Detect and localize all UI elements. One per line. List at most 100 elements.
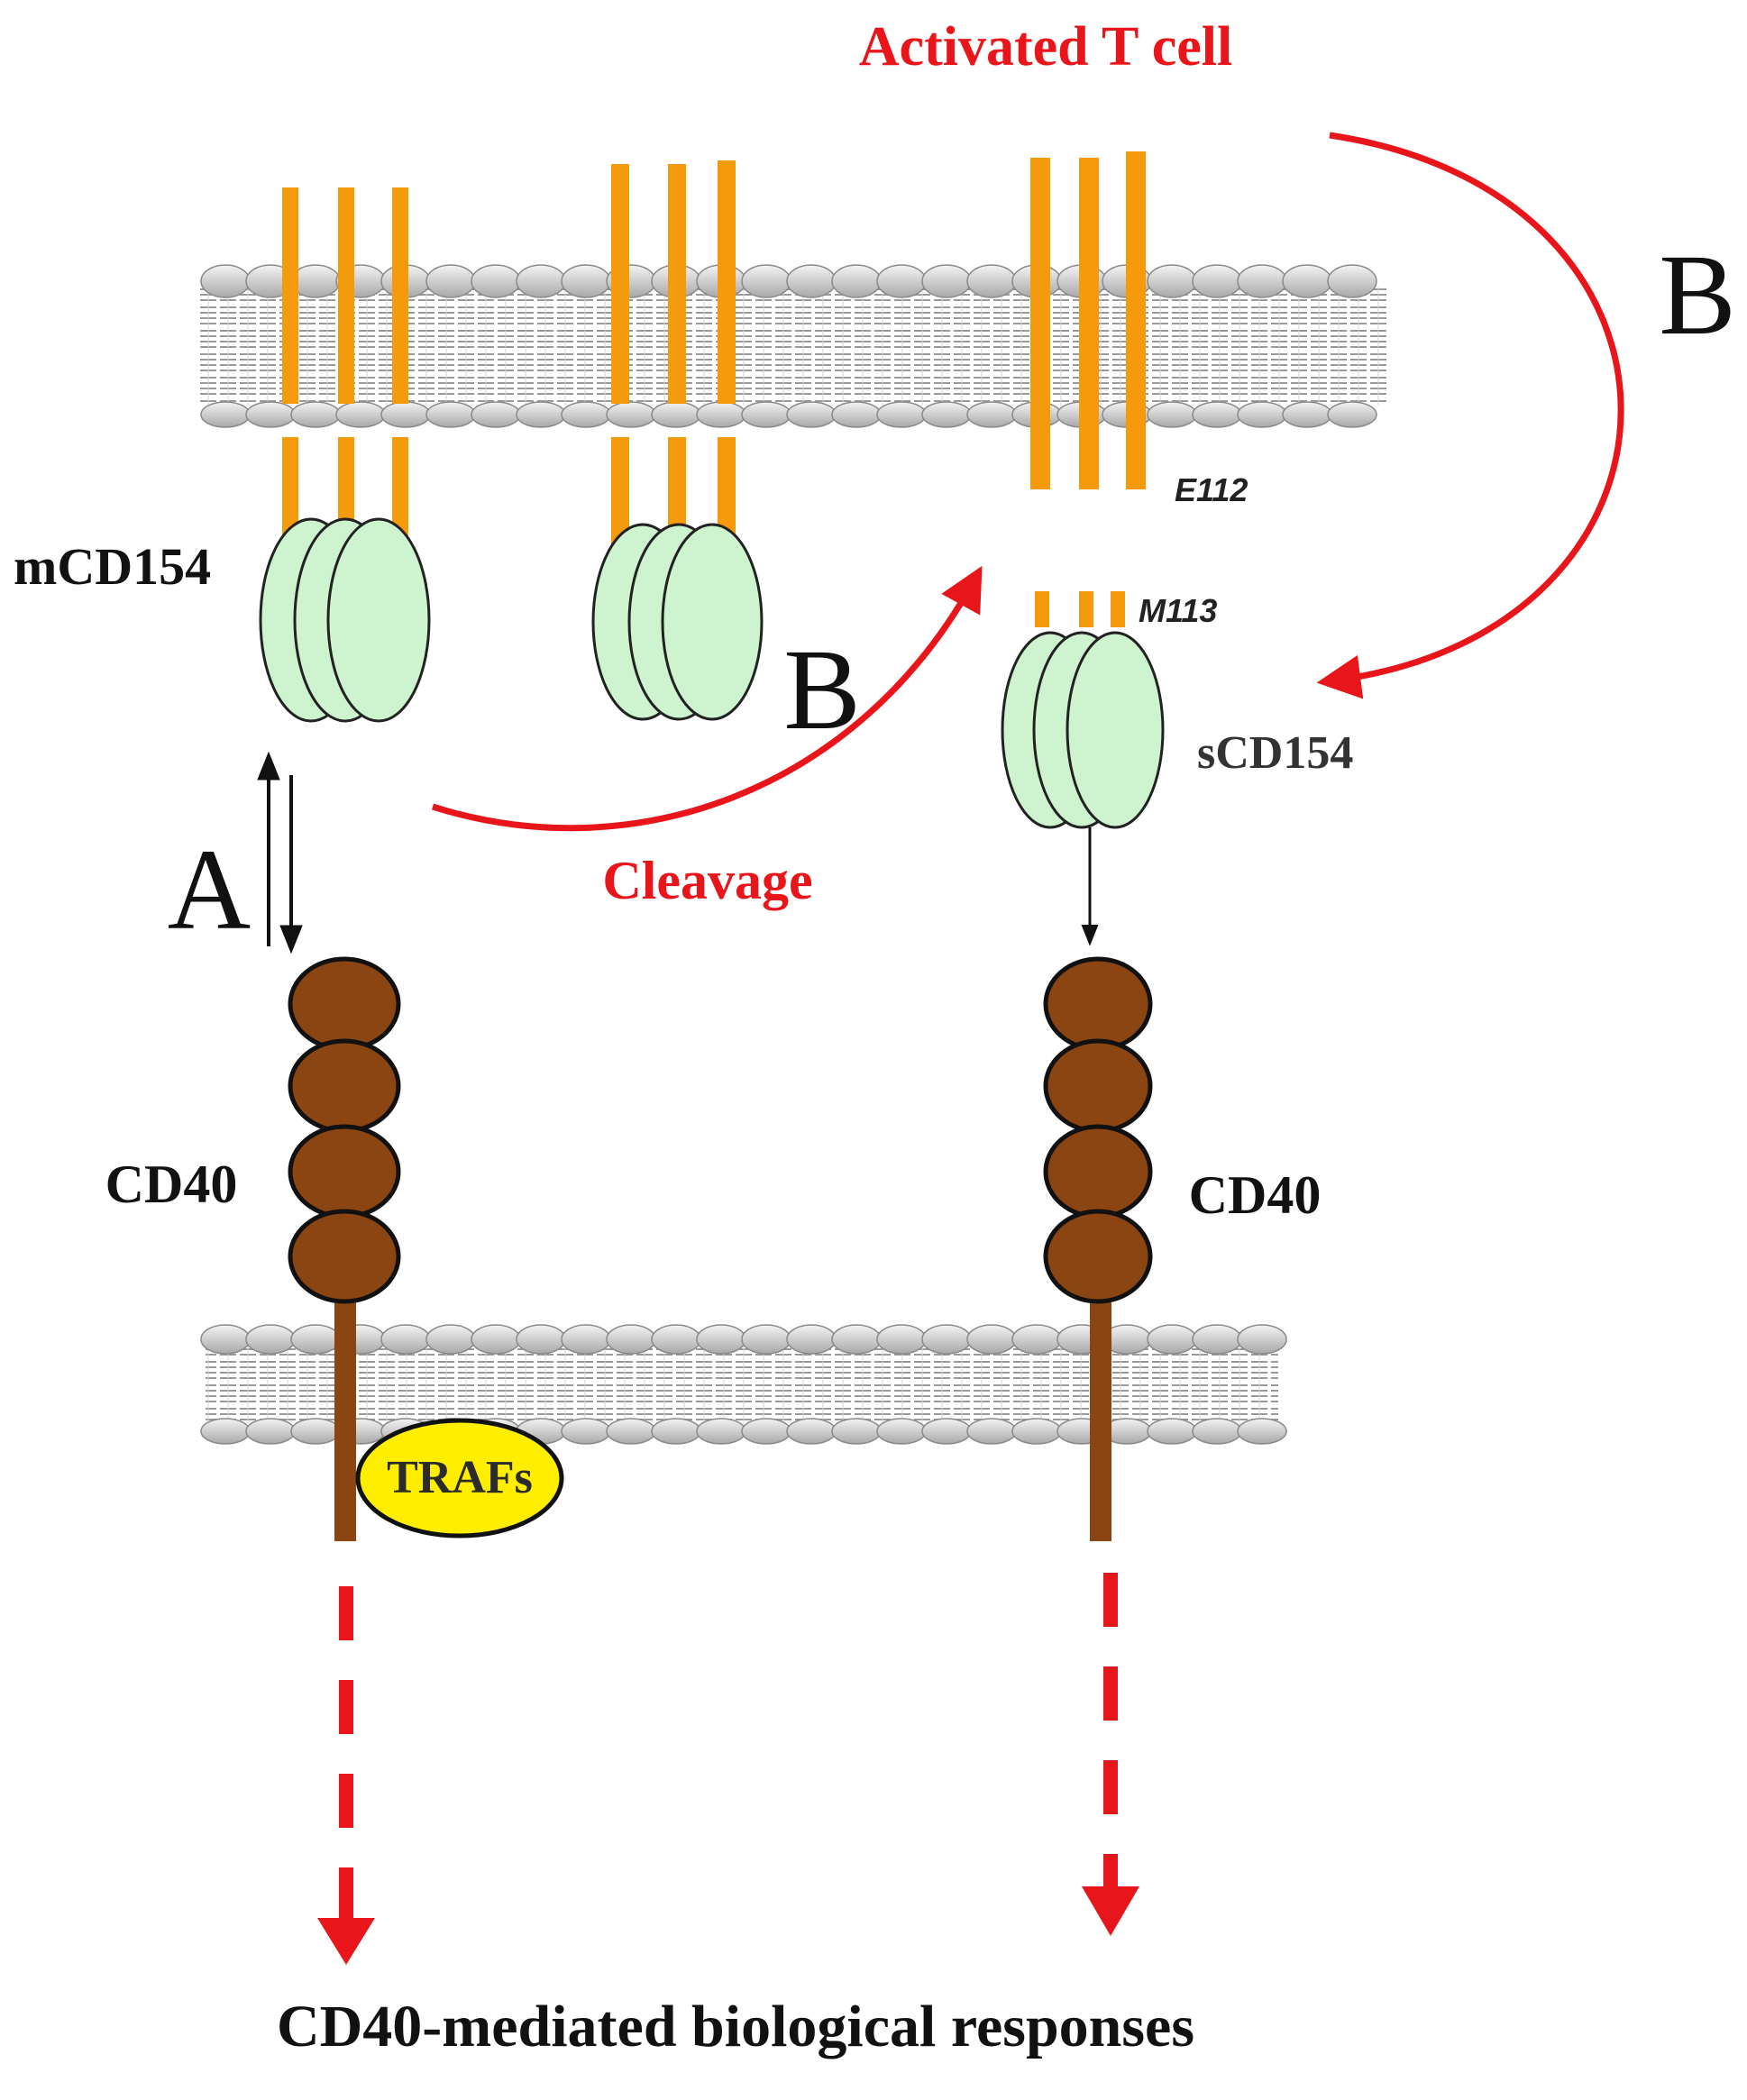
lipid-head: [290, 1418, 341, 1445]
lipid-head: [786, 1324, 837, 1355]
e112-label: E112: [1175, 471, 1248, 508]
lipid-head: [921, 1324, 972, 1355]
lipid-head: [561, 401, 611, 428]
lipid-head: [606, 1418, 656, 1445]
lipid-head: [1237, 264, 1287, 298]
scd154-label: sCD154: [1197, 727, 1353, 779]
lipid-head: [200, 1418, 251, 1445]
lipid-head: [651, 1418, 701, 1445]
lipid-head: [876, 1418, 927, 1445]
lipid-head: [471, 401, 521, 428]
lipid-head: [1237, 1324, 1287, 1355]
lipid-head: [966, 1324, 1017, 1355]
lipid-head: [966, 1418, 1017, 1445]
lipid-head: [380, 401, 431, 428]
responses-label: CD40-mediated biological responses: [277, 1994, 1194, 2059]
cd154-stalks-cleaved: [1030, 151, 1146, 627]
lipid-head: [561, 1418, 611, 1445]
lipid-head: [290, 401, 341, 428]
lipid-head: [831, 1324, 882, 1355]
trafs-label: TRAFs: [387, 1452, 533, 1503]
lipid-head: [786, 1418, 837, 1445]
lipid-head: [741, 401, 791, 428]
lipid-head: [921, 264, 972, 298]
cleavage-curved-arrow: [431, 565, 983, 832]
lipid-head: [876, 1324, 927, 1355]
lipid-head: [1011, 1418, 1062, 1445]
lipid-head: [200, 264, 251, 298]
lipid-head: [1147, 264, 1197, 298]
lipid-head: [606, 1324, 656, 1355]
lipid-head: [516, 1324, 566, 1355]
signal-dashed-arrow-right: [1082, 1573, 1139, 1936]
lipid-head: [471, 264, 521, 298]
lipid-head: [290, 1324, 341, 1355]
lipid-head: [425, 264, 476, 298]
lipid-head: [245, 1324, 296, 1355]
b-label-right: B: [1659, 231, 1735, 359]
lipid-head: [831, 401, 882, 428]
lipid-head: [200, 1324, 251, 1355]
lipid-head: [335, 401, 386, 428]
lipid-head: [786, 264, 837, 298]
lipid-head: [471, 1324, 521, 1355]
lipid-head: [1192, 401, 1242, 428]
lipid-head: [921, 401, 972, 428]
lipid-head: [245, 1418, 296, 1445]
activated-t-cell-label: Activated T cell: [859, 16, 1232, 78]
lipid-head: [245, 401, 296, 428]
lipid-head: [741, 1418, 791, 1445]
lipid-head: [380, 1324, 431, 1355]
lipid-head: [1237, 1418, 1287, 1445]
lipid-head: [966, 401, 1017, 428]
lipid-head: [561, 264, 611, 298]
lipid-head: [921, 1418, 972, 1445]
signal-dashed-arrow-left: [317, 1586, 375, 1965]
lipid-head: [831, 1418, 882, 1445]
binding-double-arrow: [257, 751, 303, 954]
lipid-head: [1192, 1324, 1242, 1355]
cd154-stalks-left: [282, 187, 408, 545]
lipid-head: [1011, 1324, 1062, 1355]
lipid-head: [651, 1324, 701, 1355]
lipid-head: [606, 401, 656, 428]
lipid-head: [425, 1324, 476, 1355]
lipid-head: [1192, 264, 1242, 298]
lipid-head: [1192, 1418, 1242, 1445]
scd154-trimer: [1001, 631, 1165, 829]
lipid-head: [651, 401, 701, 428]
cd40-cell-membrane: [200, 1324, 1287, 1445]
m113-label: M113: [1139, 592, 1217, 629]
lipid-head: [831, 264, 882, 298]
cd40-left-receptor: [288, 956, 401, 1541]
lipid-head: [876, 401, 927, 428]
cd40-right-receptor: [1043, 956, 1153, 1541]
lipid-head: [741, 1324, 791, 1355]
mcd154-trimer: [259, 517, 431, 723]
lipid-head: [1237, 401, 1287, 428]
lipid-head: [741, 264, 791, 298]
lipid-head: [1327, 264, 1377, 298]
lipid-head: [876, 264, 927, 298]
lipid-head: [516, 264, 566, 298]
release-curved-arrow: [1316, 132, 1624, 699]
lipid-head: [696, 401, 746, 428]
trafs-node: TRAFs: [355, 1418, 564, 1538]
cd154-stalks-middle: [611, 160, 736, 545]
lipid-head: [966, 264, 1017, 298]
cleavage-label: Cleavage: [602, 851, 812, 910]
cd40-right-label: CD40: [1189, 1165, 1322, 1225]
mcd154-label: mCD154: [14, 537, 211, 596]
t-cell-membrane: [200, 264, 1388, 428]
lipid-head: [1147, 1418, 1197, 1445]
middle-cd154-trimer: [591, 523, 764, 721]
lipid-head: [1147, 401, 1197, 428]
lipid-head: [786, 401, 837, 428]
lipid-head: [200, 401, 251, 428]
lipid-head: [1282, 401, 1332, 428]
lipid-head: [1282, 264, 1332, 298]
lipid-head: [696, 1418, 746, 1445]
b-label-middle: B: [783, 625, 860, 753]
lipid-head: [1327, 401, 1377, 428]
